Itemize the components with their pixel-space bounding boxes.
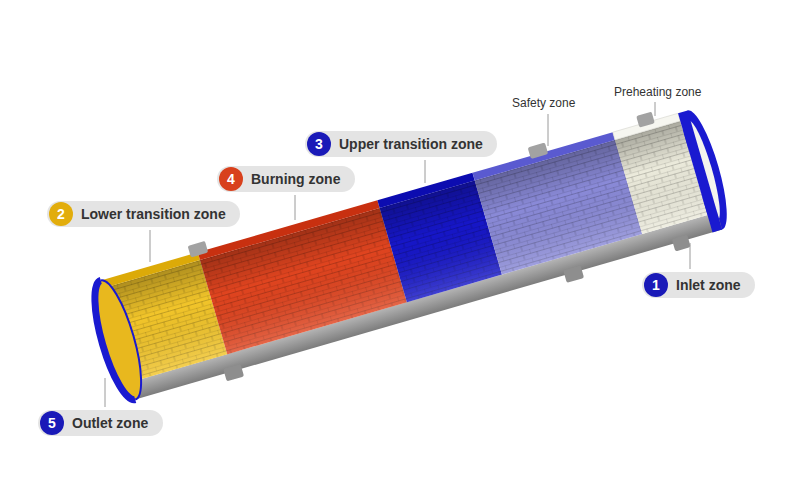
leader-line [425, 160, 426, 183]
number-text: 1 [644, 273, 668, 297]
cut-edge [377, 173, 474, 208]
leader-lines [105, 102, 690, 407]
callout-number: 3 [307, 132, 331, 156]
leader-line [105, 378, 106, 407]
leader-line [548, 114, 549, 146]
kiln-tyre [528, 142, 549, 159]
number-text: 4 [219, 167, 243, 191]
zone-callout: Inlet zone 1 [642, 272, 755, 298]
zone-name: Burning zone [251, 166, 340, 192]
callout-number: 2 [49, 202, 73, 226]
zone-label: Safety zone [512, 96, 575, 110]
kiln-tyre [188, 241, 209, 258]
zone-name: Upper transition zone [339, 131, 483, 157]
zone-callout: Burning zone 4 [217, 166, 355, 192]
inlet-end-ring [678, 110, 722, 232]
number-text: 2 [49, 202, 73, 226]
zone-callout: Upper transition zone 3 [305, 131, 497, 157]
zone-name: Lower transition zone [81, 201, 226, 227]
lining-shading [103, 121, 708, 382]
kiln-tyre [563, 265, 584, 282]
leader-line [690, 243, 691, 269]
zone-callout: Outlet zone 5 [38, 410, 163, 436]
outlet-end-ring [85, 280, 135, 404]
leader-line [295, 195, 296, 220]
callout-number: 5 [40, 411, 64, 435]
leader-line [655, 102, 656, 116]
kiln-tyre [223, 364, 244, 381]
kiln-tyre [636, 112, 655, 128]
number-text: 5 [40, 411, 64, 435]
zone-name: Outlet zone [72, 410, 148, 436]
callout-number: 4 [219, 167, 243, 191]
kiln-tube [83, 98, 738, 412]
zone-name: Inlet zone [676, 272, 741, 298]
outlet-end-ring [101, 276, 151, 400]
number-text: 3 [307, 132, 331, 156]
zone-label: Preheating zone [614, 85, 701, 99]
outlet-opening [85, 276, 150, 404]
callout-number: 1 [644, 273, 668, 297]
kiln-tyre [672, 235, 691, 252]
leader-line [150, 230, 151, 262]
zone-callout: Lower transition zone 2 [47, 201, 240, 227]
brick-texture [103, 121, 708, 382]
